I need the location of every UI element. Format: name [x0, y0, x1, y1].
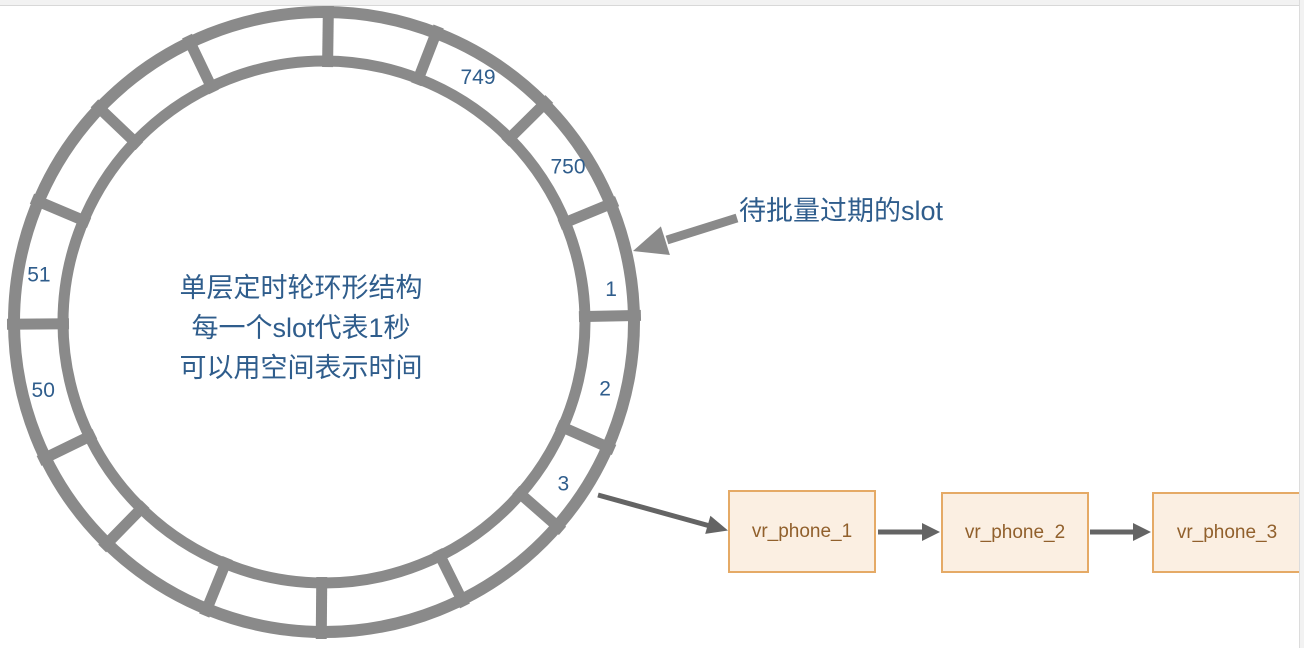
window-top-edge: [0, 0, 1304, 6]
chain-arrow-1: [878, 523, 940, 541]
wheel-slot-number: 50: [32, 379, 55, 402]
annotation-label: 待批量过期的slot: [739, 196, 944, 226]
chain-arrow-2: [1090, 523, 1151, 541]
wheel-spoke: [98, 500, 150, 553]
chain-node-1: vr_phone_1: [728, 490, 876, 573]
wheel-slot-number: 750: [550, 156, 585, 179]
wheel-spoke: [512, 485, 567, 535]
caption-line-3: 可以用空间表示时间: [179, 353, 423, 383]
annotation-arrowhead-icon: [633, 226, 670, 255]
wheel-spoke: [578, 309, 642, 323]
wheel-spoke: [411, 24, 444, 87]
chain-node-2: vr_phone_2: [941, 492, 1089, 573]
wheel-slot-number: 3: [557, 473, 569, 496]
wheel-spoke: [36, 428, 98, 466]
chain-node-1-label: vr_phone_1: [751, 520, 853, 542]
wheel-slot-labels: 749 750 1 2 3 50 51: [27, 66, 617, 496]
chain-arrow-2-head-icon: [1133, 523, 1151, 541]
chain-node-2-label: vr_phone_2: [964, 521, 1066, 543]
chain-node-3-label: vr_phone_3: [1176, 521, 1278, 543]
caption-line-1: 单层定时轮环形结构: [179, 273, 423, 303]
wheel-spoke: [432, 547, 470, 609]
annotation-arrow-shaft: [665, 213, 739, 245]
slot3-connector-shaft: [597, 492, 711, 529]
wheel-spoke: [182, 33, 219, 95]
slot3-chain-connector: [597, 492, 728, 534]
wheel-slot-number: 1: [605, 278, 617, 301]
wheel-center-caption: 单层定时轮环形结构 每一个slot代表1秒 可以用空间表示时间: [151, 268, 451, 388]
wheel-spoke: [90, 99, 144, 151]
window-right-edge: [1299, 0, 1304, 648]
wheel-slot-number: 51: [27, 263, 50, 286]
wheel-slot-number: 749: [460, 66, 495, 89]
wheel-slot-number: 2: [599, 377, 611, 400]
annotation-arrow: [633, 213, 739, 255]
wheel-spoke: [557, 196, 620, 230]
caption-line-2: 每一个slot代表1秒: [191, 313, 411, 343]
wheel-spoke: [199, 556, 233, 618]
chain-node-3: vr_phone_3: [1152, 492, 1302, 573]
wheel-spoke: [29, 193, 92, 228]
wheel-spoke: [315, 576, 328, 640]
wheel-spokes: [6, 4, 642, 640]
slot3-connector-arrowhead-icon: [705, 515, 728, 534]
wheel-spoke: [555, 419, 617, 455]
wheel-spoke: [501, 95, 554, 147]
chain-arrow-1-head-icon: [922, 523, 940, 541]
wheel-spoke: [322, 4, 334, 68]
